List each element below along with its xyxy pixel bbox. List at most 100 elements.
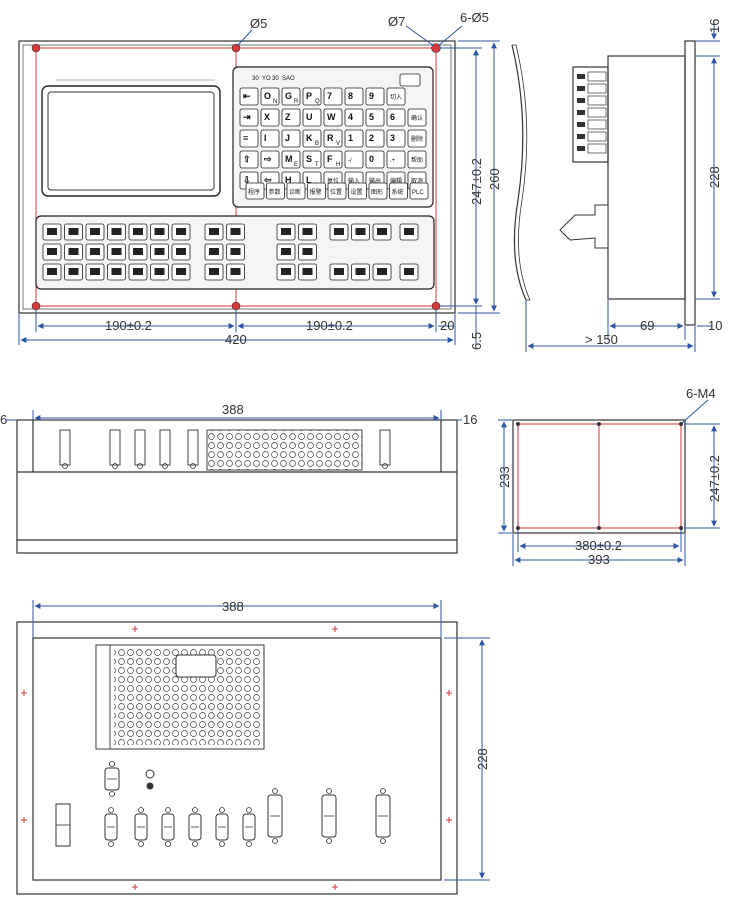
operation-key[interactable] [204, 263, 224, 281]
keypad-key[interactable]: ⇧ [239, 150, 259, 169]
keypad-key[interactable]: -/ [344, 150, 364, 169]
function-key[interactable]: PLC [409, 182, 429, 200]
keypad-key[interactable]: 5 [365, 108, 385, 127]
lcd-screen [47, 91, 215, 191]
key-symbol-icon [111, 228, 122, 235]
keypad-key[interactable]: 帮助 [407, 150, 427, 169]
operation-key[interactable] [276, 223, 296, 241]
key-symbol-icon [230, 248, 241, 255]
key-symbol-icon [377, 228, 387, 235]
operation-key[interactable] [42, 263, 62, 281]
operation-key[interactable] [351, 263, 370, 281]
keypad-key[interactable]: ≡ [239, 129, 259, 148]
operation-key[interactable] [298, 223, 317, 241]
operation-key[interactable] [85, 263, 105, 281]
keypad-key[interactable]: 4 [344, 108, 364, 127]
key-symbol-icon [90, 228, 100, 235]
keypad-key[interactable]: ME [281, 150, 301, 169]
operation-key[interactable] [276, 263, 296, 281]
operation-key[interactable] [204, 243, 224, 261]
operation-key[interactable] [399, 223, 419, 241]
operation-key[interactable] [298, 243, 317, 261]
operation-key[interactable] [107, 243, 126, 261]
screw-icon [190, 463, 196, 469]
keypad-key[interactable]: 0 [365, 150, 385, 169]
operation-key[interactable] [64, 243, 83, 261]
keypad-key[interactable]: 6 [386, 108, 406, 127]
dim-190-left: 190±0.2 [105, 318, 152, 333]
operation-key[interactable] [85, 223, 105, 241]
operation-key[interactable] [372, 263, 392, 281]
operation-key[interactable] [64, 263, 83, 281]
operation-key[interactable] [150, 223, 169, 241]
keypad-key[interactable]: 删除 [407, 129, 427, 148]
operation-key[interactable] [276, 243, 296, 261]
operation-key[interactable] [226, 263, 245, 281]
terminal-slot [587, 95, 607, 106]
keypad-key[interactable]: 7 [323, 87, 343, 106]
function-key[interactable]: 诊断 [286, 182, 306, 200]
keypad-key[interactable]: ON [260, 87, 280, 106]
function-key[interactable]: 报警 [307, 182, 326, 200]
operation-key[interactable] [372, 223, 392, 241]
keypad-key[interactable]: X [260, 108, 280, 127]
operation-key[interactable] [351, 223, 370, 241]
function-key[interactable]: 程序 [245, 182, 265, 200]
keypad-key[interactable]: 2 [365, 129, 385, 148]
operation-key[interactable] [226, 223, 245, 241]
operation-key[interactable] [171, 223, 191, 241]
keypad-key[interactable]: U [302, 108, 322, 127]
keypad-key[interactable]: GR [281, 87, 301, 106]
operation-key[interactable] [298, 263, 317, 281]
operation-key[interactable] [107, 223, 126, 241]
operation-key[interactable] [128, 223, 148, 241]
operation-key[interactable] [42, 243, 62, 261]
keypad-key[interactable]: 9 [365, 87, 385, 106]
keypad-key[interactable]: FH [323, 150, 343, 169]
operation-key[interactable] [329, 223, 349, 241]
top-connectors [59, 429, 391, 469]
keypad-key[interactable]: ST [302, 150, 322, 169]
operation-key[interactable] [107, 263, 126, 281]
keypad-key[interactable]: ⇨ [260, 150, 280, 169]
keypad-key[interactable]: PQ [302, 87, 322, 106]
keypad-key[interactable]: J [281, 129, 301, 148]
keypad-key[interactable]: ⇤ [239, 87, 259, 106]
operation-key[interactable] [128, 243, 148, 261]
operation-key[interactable] [85, 243, 105, 261]
operation-key[interactable] [150, 243, 169, 261]
keypad-key[interactable]: 切入 [386, 87, 406, 106]
callout-6-m4: 6-M4 [686, 386, 716, 401]
operation-key[interactable] [64, 223, 83, 241]
keypad-key[interactable]: KB [302, 129, 322, 148]
operation-key[interactable] [204, 223, 224, 241]
function-key[interactable]: 系统 [389, 182, 408, 200]
function-key[interactable]: 图形 [368, 182, 388, 200]
keypad-key-label: 9 [369, 91, 374, 101]
top-connector [109, 429, 121, 466]
operation-key[interactable] [150, 263, 169, 281]
keypad-key[interactable]: 8 [344, 87, 364, 106]
operation-key[interactable] [171, 243, 191, 261]
operation-key[interactable] [171, 263, 191, 281]
keypad-key[interactable]: I [260, 129, 280, 148]
function-key[interactable]: 参数 [266, 182, 285, 200]
keypad-key[interactable]: ⇥ [239, 108, 259, 127]
operation-key[interactable] [42, 223, 62, 241]
keypad-key[interactable]: 1 [344, 129, 364, 148]
operation-key[interactable] [128, 263, 148, 281]
function-key[interactable]: 位置 [327, 182, 347, 200]
keypad-key[interactable]: W [323, 108, 343, 127]
operation-key[interactable] [329, 263, 349, 281]
keypad-key[interactable]: 确认 [407, 108, 427, 127]
keypad-key[interactable]: .+ [386, 150, 406, 169]
operation-key[interactable] [226, 243, 245, 261]
keypad-key[interactable]: 3 [386, 129, 406, 148]
keypad-key[interactable]: RV [323, 129, 343, 148]
function-key[interactable]: 设置 [348, 182, 367, 200]
operation-key[interactable] [399, 263, 419, 281]
rear-terminal-strip [95, 644, 111, 750]
screw-icon [137, 463, 143, 469]
terminal-slot [587, 143, 607, 154]
keypad-key[interactable]: Z [281, 108, 301, 127]
